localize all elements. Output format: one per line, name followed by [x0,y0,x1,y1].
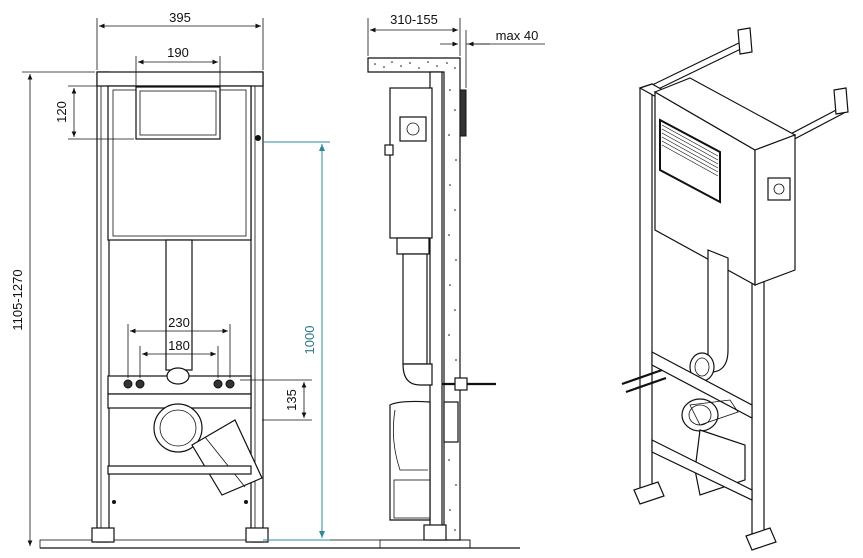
wall-hatching [374,61,457,531]
flush-plate [135,86,221,140]
top-rail [96,71,264,87]
dim-max-offset: max 40 [496,28,539,43]
front-view: 395 190 120 1105-1270 230 180 1000 [10,10,520,549]
dim-connection-inner: 180 [168,338,190,353]
iso-left-upright [639,83,653,500]
left-fixing-hole [123,379,133,389]
dim-plate-offset: 120 [54,101,69,123]
isometric-view [621,27,849,551]
side-downpipe [402,253,428,365]
dim-wall-depth: 310-155 [390,12,438,27]
dim-floor-to-connection: 1000 [302,326,317,355]
dim-frame-width: 395 [169,10,191,25]
iso-water-inlet [621,368,663,386]
right-foot [245,527,269,543]
side-flush-plate [459,89,467,137]
iso-left-foot [633,481,665,505]
drain-elbow [153,403,203,453]
dim-total-height: 1105-1270 [10,269,25,330]
drain-pipe [191,419,263,496]
dim-drain-offset: 135 [284,389,299,411]
iso-right-foot [745,527,777,551]
left-foot [91,527,115,543]
side-view: 310-155 max 40 [367,12,545,549]
wall-bracket-left [645,39,746,89]
side-cistern [389,87,433,239]
right-fixing-hole [213,379,223,389]
left-upright [96,71,110,543]
side-bowl-connector [389,400,431,521]
dim-plate-width: 190 [167,45,189,60]
dim-connection-outer: 230 [168,315,190,330]
flush-connector [166,367,190,385]
